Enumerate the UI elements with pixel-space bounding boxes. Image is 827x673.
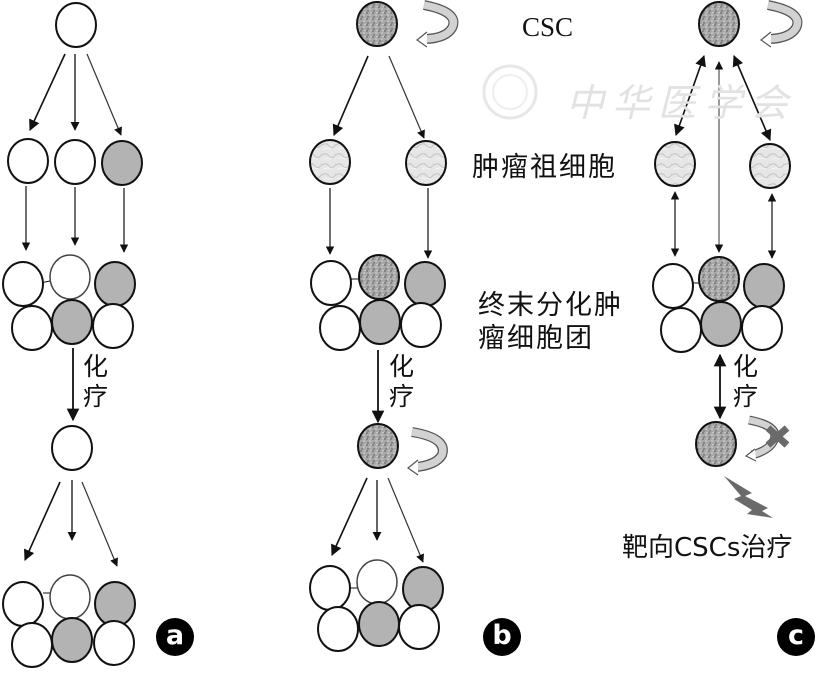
arrow — [388, 55, 425, 139]
daughter-cell-gray — [101, 140, 143, 186]
panel-c — [652, 0, 803, 518]
progenitor-cell — [654, 141, 696, 187]
daughter-cell-white — [7, 138, 49, 184]
watermark-text: 中华医学会 — [566, 81, 797, 125]
arrow — [332, 55, 369, 137]
lightning-bolt-icon — [724, 476, 773, 518]
surviving-cell — [51, 425, 93, 471]
arrow — [86, 53, 122, 136]
label-targeted-therapy: 靶向CSCs治疗 — [622, 533, 793, 563]
self-renewal-arrow-icon — [415, 0, 459, 48]
blocked-self-renewal-icon — [744, 415, 790, 462]
panel-badge-c: c — [777, 618, 815, 656]
tumor-mass — [652, 256, 785, 353]
label-chemo-a: 化疗 — [83, 352, 109, 411]
panel-a — [2, 2, 143, 668]
csc-cell — [356, 1, 398, 47]
targeted-csc-cell — [695, 421, 737, 467]
arrow — [387, 477, 424, 563]
bidirectional-arrow — [674, 54, 706, 137]
progenitor-cell — [405, 140, 447, 186]
progenitor-cell — [309, 139, 351, 185]
watermark-logo — [482, 64, 538, 120]
regrown-tumor-mass — [2, 574, 136, 668]
label-csc: CSC — [522, 12, 574, 42]
surviving-csc-cell — [357, 423, 399, 469]
bidirectional-arrow — [732, 54, 772, 142]
daughter-cell-white — [54, 139, 96, 185]
panel-b — [309, 0, 459, 652]
arrow — [29, 53, 66, 132]
arrow — [331, 477, 368, 557]
arrow — [24, 481, 61, 562]
csc-cell — [698, 1, 740, 47]
label-terminal-line1: 终末分化肿 — [478, 290, 623, 321]
tumor-mass — [310, 254, 446, 351]
panel-badge-a: a — [156, 618, 194, 656]
arrow — [81, 481, 118, 567]
self-renewal-arrow-icon — [759, 0, 803, 48]
panel-badge-b: b — [483, 618, 521, 656]
tumor-mass — [2, 254, 136, 351]
label-chemo-b: 化疗 — [389, 352, 415, 411]
progenitor-cell — [749, 143, 791, 189]
label-chemo-c: 化疗 — [733, 352, 759, 411]
label-terminal-line2: 瘤细胞团 — [478, 323, 594, 354]
self-renewal-arrow-icon — [406, 427, 448, 476]
origin-cell — [55, 2, 97, 48]
regrown-tumor-mass — [309, 559, 444, 652]
label-progenitor: 肿瘤祖细胞 — [472, 152, 617, 183]
